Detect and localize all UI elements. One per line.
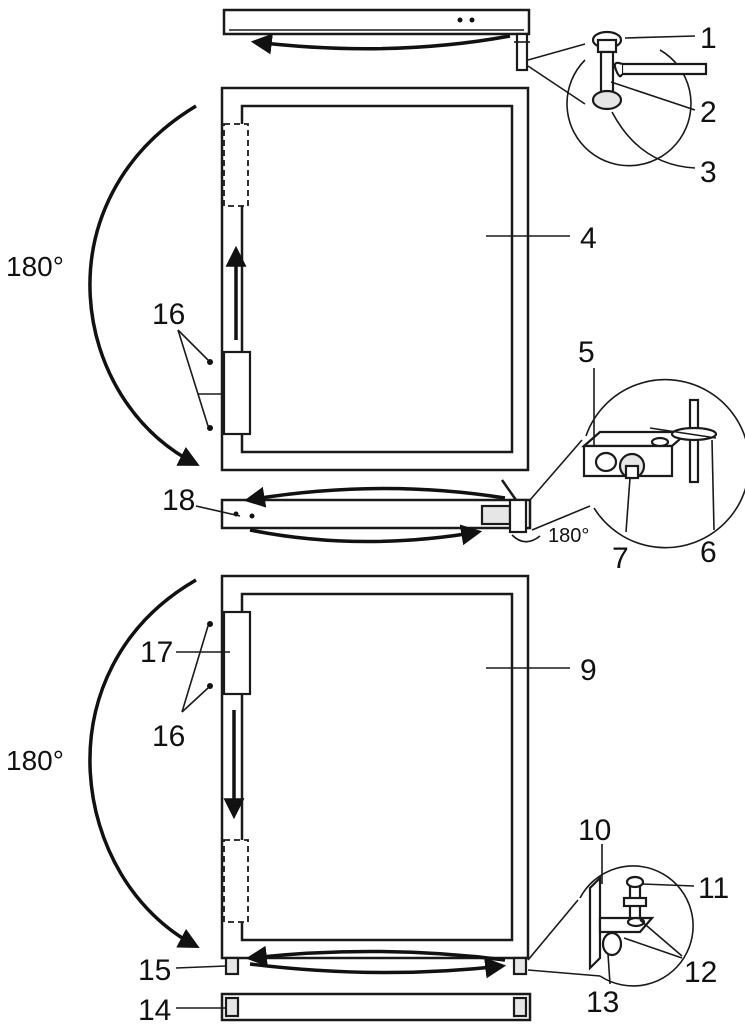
label-13: 13 [586, 986, 619, 1019]
leader-12b [623, 937, 683, 959]
lower-rotate-arrow [88, 578, 200, 948]
label-16-upper: 16 [152, 298, 185, 331]
label-10: 10 [578, 814, 611, 847]
upper-door [220, 86, 530, 472]
leader-1 [624, 35, 696, 39]
angle-lower: 180° [6, 745, 64, 776]
bottom-arrow-bottom [249, 957, 507, 979]
label-4: 4 [580, 222, 597, 255]
leader-11 [641, 883, 695, 887]
leader-3 [611, 111, 696, 169]
leader-2 [610, 81, 696, 111]
middle-arrow-bottom [249, 524, 483, 546]
bottom-arrow-top [245, 945, 506, 967]
leader-13 [607, 953, 611, 985]
leader-15 [175, 965, 227, 969]
middle-rotate-mark [511, 534, 541, 543]
detail-bottom-hinge [579, 865, 694, 987]
upper-door-hinge-new [222, 350, 252, 436]
leader-6 [711, 439, 715, 531]
leader-18 [195, 505, 241, 517]
upper-door-hinge-old [223, 123, 249, 207]
leader-12a [639, 919, 683, 957]
detail-top-hinge [566, 30, 708, 167]
upper-rotate-arrow [88, 104, 200, 466]
lower-door-hinge-new [222, 610, 252, 696]
middle-hinge-panel [220, 479, 532, 534]
label-12: 12 [684, 956, 717, 989]
base-plinth [220, 992, 532, 1022]
label-9: 9 [580, 654, 597, 687]
top-hinge-pin [514, 32, 530, 72]
angle-upper: 180° [6, 251, 64, 282]
label-11: 11 [698, 872, 729, 905]
label-18: 18 [162, 484, 195, 517]
top-cover-panel [222, 8, 531, 36]
label-1: 1 [700, 22, 717, 55]
label-16-lower: 16 [152, 720, 185, 753]
detail-middle-hinge [581, 378, 745, 549]
top-cover-arrow [250, 33, 511, 55]
label-3: 3 [700, 156, 717, 189]
middle-arrow-top [243, 486, 506, 508]
lower-door [220, 574, 530, 960]
label-2: 2 [700, 96, 717, 129]
angle-middle: 180° [548, 525, 589, 547]
upper-screws [177, 329, 224, 431]
label-15: 15 [138, 954, 171, 987]
label-7: 7 [612, 542, 629, 575]
lower-door-hinge-old [223, 839, 249, 923]
label-6: 6 [700, 536, 717, 569]
label-17: 17 [140, 636, 173, 669]
lower-screws [181, 621, 213, 713]
leader-7 [625, 477, 631, 533]
label-14: 14 [138, 994, 171, 1027]
label-5: 5 [578, 336, 595, 369]
